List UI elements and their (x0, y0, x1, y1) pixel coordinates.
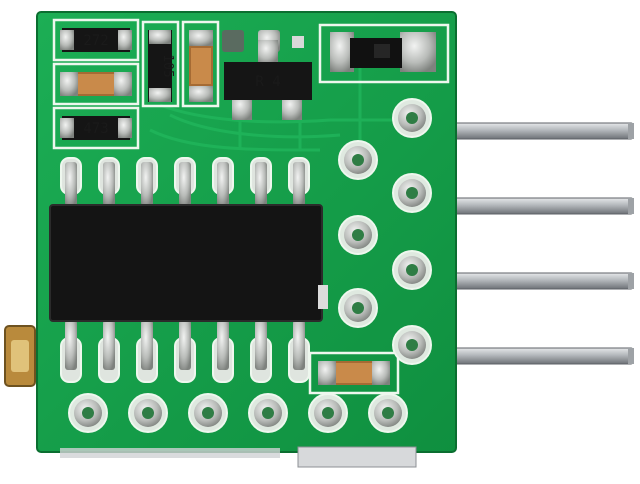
right-through-hole-pads (338, 98, 432, 365)
ic-pin-top (250, 157, 272, 206)
header-pins (439, 122, 634, 365)
through-hole-pad (368, 393, 408, 433)
resistor-272-label: 272 (83, 33, 108, 49)
ic-pin-top (60, 157, 82, 206)
through-hole-pad (338, 215, 378, 255)
bottom-through-hole-pads (68, 393, 408, 433)
ic-chip (49, 204, 328, 322)
capacitor-middle-left (60, 72, 132, 96)
silkscreen-component-outlines (52, 18, 450, 395)
header-pin (439, 197, 634, 215)
ic-pin-bottom (288, 320, 310, 383)
through-hole-pad (308, 393, 348, 433)
header-pin (439, 347, 634, 365)
bottom-edge-tab (60, 448, 280, 458)
through-hole-pad (338, 288, 378, 328)
ic-pin-bottom (136, 320, 158, 383)
resistor-105: 105 (148, 30, 175, 102)
resistor-473-label: 473 (83, 121, 108, 137)
through-hole-pad (68, 393, 108, 433)
ic-pin-top (288, 157, 310, 206)
through-hole-pad (392, 250, 432, 290)
transistor-r4: R 4 (224, 40, 312, 120)
transistor-label: R 4 (255, 74, 280, 90)
capacitor-vertical (189, 30, 213, 102)
bottom-connector-tab (297, 446, 417, 468)
through-hole-pad (392, 325, 432, 365)
header-pin (439, 272, 634, 290)
side-terminal (4, 325, 36, 387)
ic-pin-top (98, 157, 120, 206)
resistor-105-label: 105 (160, 54, 175, 77)
through-hole-pad (248, 393, 288, 433)
through-hole-pad (188, 393, 228, 433)
sensor-component (330, 32, 436, 72)
ic-pin-bottom (174, 320, 196, 383)
through-hole-pad (392, 98, 432, 138)
ic-pin-top (174, 157, 196, 206)
resistor-272: 272 (60, 28, 132, 52)
through-hole-pad (392, 173, 432, 213)
through-hole-pad (128, 393, 168, 433)
ic-pin-bottom (212, 320, 234, 383)
header-pin (439, 122, 634, 140)
resistor-473: 473 (60, 116, 132, 140)
ic-pin-bottom (98, 320, 120, 383)
capacitor-bottom (318, 361, 390, 385)
ic-pin-bottom (250, 320, 272, 383)
ic-pin-top (212, 157, 234, 206)
through-hole-pad (338, 140, 378, 180)
ic-pins (60, 157, 310, 383)
ic-pin-top (136, 157, 158, 206)
ic-pin-bottom (60, 320, 82, 383)
